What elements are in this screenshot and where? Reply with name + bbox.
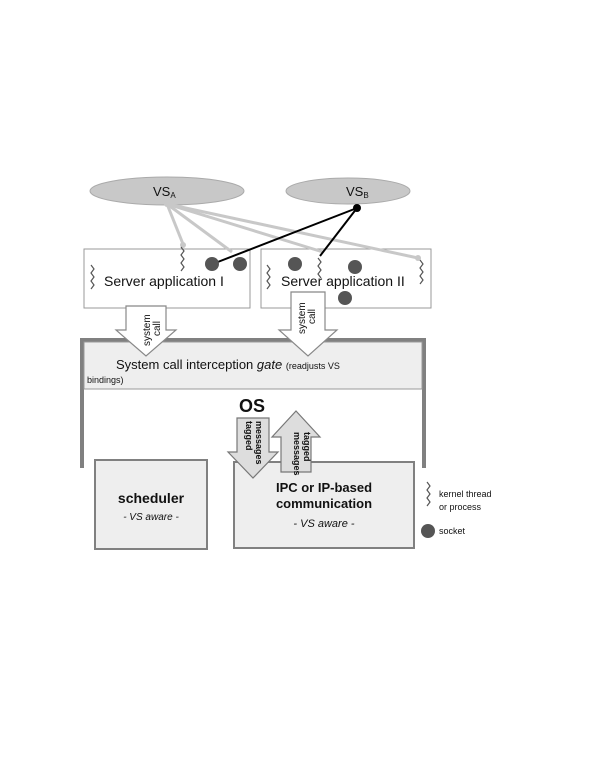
vs-b-ellipse <box>285 177 411 205</box>
system-call-2-text: system call <box>297 302 318 334</box>
scheduler-subtitle: - VS aware - <box>123 512 179 523</box>
vs-a-endpoint-thread-1 <box>180 242 186 248</box>
scheduler-box <box>94 459 208 550</box>
sockets <box>205 257 362 305</box>
system-call-1-text: system call <box>142 314 163 346</box>
socket-app2-b <box>348 260 362 274</box>
ipc-box <box>233 461 415 549</box>
gate-label: System call interception gate (readjusts… <box>116 357 340 372</box>
svg-text:call: call <box>152 321 163 336</box>
vs-b-bindings <box>209 207 358 266</box>
svg-text:system: system <box>297 302 308 334</box>
legend-thread-icon <box>426 481 431 507</box>
thread-app2-right <box>419 259 424 285</box>
ipc-title-line2: communication <box>276 496 372 511</box>
tagged-messages-up-text: tagged messages <box>292 432 312 476</box>
gate-note-line2: bindings) <box>87 375 124 385</box>
socket-app2-c <box>338 291 352 305</box>
thread-app2-mid <box>317 257 322 279</box>
server-application-2-label: Server application II <box>281 273 405 289</box>
kernel-threads <box>90 246 424 290</box>
legend-thread-label-2: or process <box>439 502 482 512</box>
thread-app1-mid <box>180 246 185 272</box>
legend-socket-icon <box>421 524 435 538</box>
vs-a-bindings <box>165 202 419 260</box>
system-call-arrow-1 <box>114 305 178 357</box>
scheduler-title: scheduler <box>118 490 185 506</box>
tagged-messages-arrow-up <box>270 410 322 473</box>
legend-thread-label-1: kernel thread <box>439 489 492 499</box>
vs-a-endpoint-thread-2 <box>415 255 421 261</box>
thread-app2-left <box>266 264 271 290</box>
ipc-title-line1: IPC or IP-based <box>276 480 372 495</box>
legend-socket-label: socket <box>439 526 466 536</box>
tagged-messages-arrow-down <box>226 417 280 479</box>
vs-a-node <box>164 201 170 207</box>
os-frame <box>80 338 426 468</box>
socket-app1-b <box>233 257 247 271</box>
server-application-1-label: Server application I <box>104 273 224 289</box>
socket-app1-a <box>205 257 219 271</box>
vs-b-node <box>353 204 361 212</box>
ipc-subtitle: - VS aware - <box>293 518 354 530</box>
vs-a-label: VSA <box>153 184 176 200</box>
thread-app1-left <box>90 264 95 290</box>
vs-b-label: VSB <box>346 184 369 200</box>
system-call-arrow-2 <box>277 291 339 357</box>
socket-app2-a <box>288 257 302 271</box>
os-label: OS <box>239 396 265 416</box>
svg-text:system: system <box>142 314 153 346</box>
tagged-messages-down-text: tagged messages <box>244 421 264 465</box>
svg-text:call: call <box>307 309 318 324</box>
server-application-1-box <box>83 248 251 309</box>
